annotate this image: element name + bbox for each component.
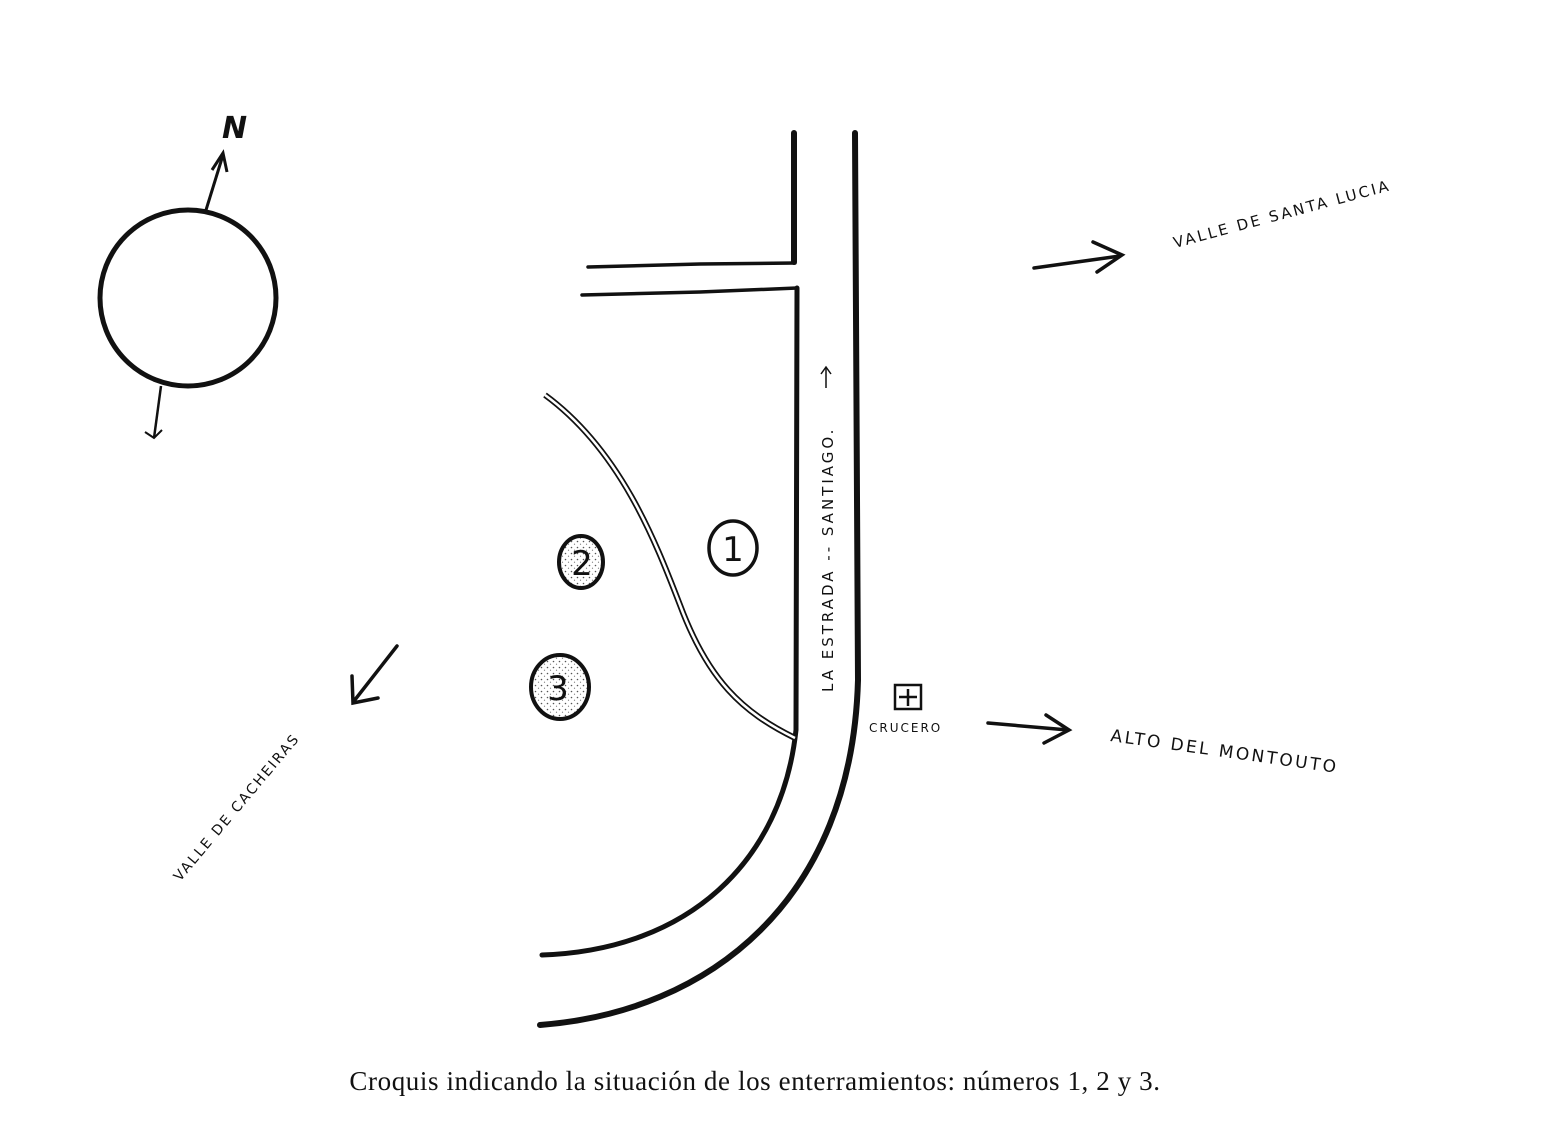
arrow-right-icon bbox=[986, 713, 1073, 745]
arrow-right-icon bbox=[1032, 240, 1126, 274]
arrow-down-left-icon bbox=[350, 644, 399, 706]
figure-caption: Croquis indicando la situación de los en… bbox=[349, 1066, 1161, 1096]
north-label: N bbox=[222, 111, 247, 146]
crucero-label: CRUCERO bbox=[869, 721, 942, 735]
crucero-cross-icon bbox=[893, 683, 923, 711]
burial-1: 1 bbox=[707, 519, 759, 577]
road-santiago bbox=[537, 130, 862, 1028]
burial-2: 2 bbox=[557, 534, 605, 590]
burial-1-number: 1 bbox=[722, 530, 744, 570]
burial-3: 3 bbox=[529, 653, 591, 721]
stream bbox=[543, 392, 797, 741]
arrow-up-icon bbox=[820, 365, 832, 388]
road-label: LA ESTRADA -- SANTIAGO. bbox=[819, 427, 837, 692]
burial-3-number: 3 bbox=[547, 669, 569, 709]
valle-cacheiras-label: VALLE DE CACHEIRAS bbox=[171, 731, 304, 885]
valle-santa-lucia-label: VALLE DE SANTA LUCIA bbox=[1171, 176, 1392, 251]
burial-2-number: 2 bbox=[571, 544, 593, 584]
compass-icon bbox=[97, 149, 279, 440]
alto-montouto-label: ALTO DEL MONTOUTO bbox=[1109, 726, 1339, 778]
